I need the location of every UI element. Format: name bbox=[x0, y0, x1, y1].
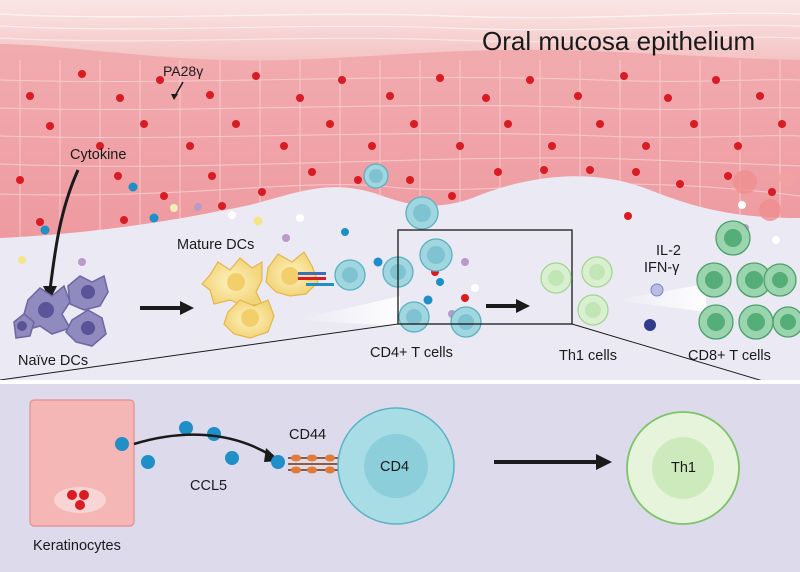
cd4-t-cells-label: CD4+ T cells bbox=[370, 345, 453, 361]
naive-dcs-label: Naïve DCs bbox=[18, 353, 89, 369]
epithelium-layer bbox=[0, 0, 800, 238]
ccl5-label: CCL5 bbox=[190, 478, 228, 494]
cd4-label: CD4 bbox=[380, 459, 410, 475]
th1-cells-label: Th1 cells bbox=[559, 348, 618, 364]
ccl5-particles bbox=[141, 421, 239, 469]
th1-cells bbox=[540, 256, 613, 326]
cd8-t-cells bbox=[696, 220, 800, 340]
inset-panel bbox=[0, 380, 800, 572]
keratinocyte-cell bbox=[29, 399, 135, 527]
mature-dcs-label: Mature DCs bbox=[177, 237, 255, 253]
mature-dcs bbox=[201, 251, 334, 339]
th1-label: Th1 bbox=[671, 460, 696, 476]
cytokine-label: Cytokine bbox=[70, 147, 127, 163]
cd44-label: CD44 bbox=[289, 427, 327, 443]
ifng-label: IFN-γ bbox=[644, 260, 680, 276]
cd44-receptor bbox=[271, 454, 344, 474]
naive-dcs bbox=[13, 274, 109, 347]
cd8-t-cells-label: CD8+ T cells bbox=[688, 348, 771, 364]
pa28-nuclei bbox=[16, 70, 786, 226]
il2-label: IL-2 bbox=[656, 243, 681, 259]
pa28-label: PA28γ bbox=[163, 63, 204, 79]
keratinocytes-label: Keratinocytes bbox=[33, 538, 121, 554]
diagram-title: Oral mucosa epithelium bbox=[482, 26, 756, 56]
zoom-box bbox=[397, 229, 573, 325]
